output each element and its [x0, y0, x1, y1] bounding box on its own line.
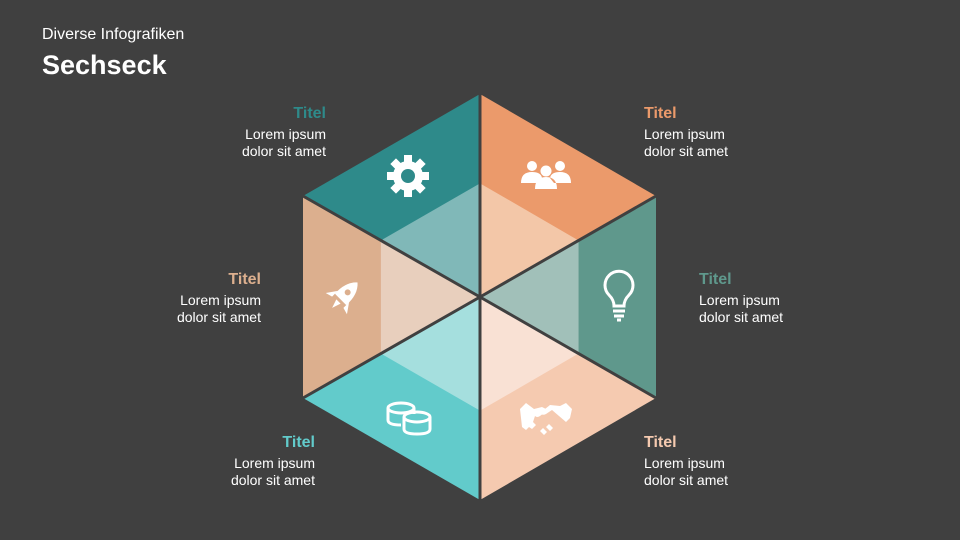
- handshake-icon: [520, 403, 572, 435]
- lightbulb-icon: [603, 269, 635, 322]
- hexagon-segment-inner: [480, 183, 579, 297]
- subtitle: Diverse Infografiken: [42, 26, 185, 43]
- gear-icon: [387, 155, 429, 197]
- dividers: [302, 94, 657, 500]
- coins-icon: [386, 401, 432, 436]
- hexagon-segment-inner: [380, 297, 480, 411]
- hexagon-segment-inner: [480, 297, 579, 411]
- hexagon-segment-inner: [380, 183, 480, 297]
- team-icon: [521, 161, 571, 189]
- rocket-icon: [325, 282, 358, 315]
- page-title: Sechseck: [42, 50, 167, 80]
- hexagon-segment-inner: [380, 240, 480, 354]
- hexagon-segment-inner: [480, 240, 579, 354]
